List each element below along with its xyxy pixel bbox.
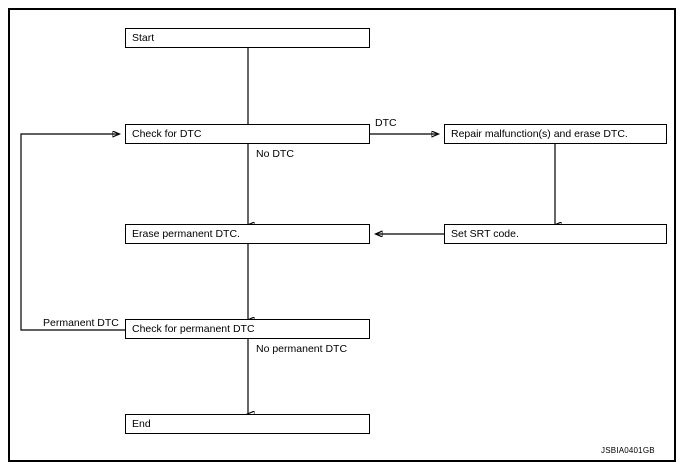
node-erase-permanent-dtc[interactable]: Erase permanent DTC. xyxy=(125,224,370,244)
node-repair-malfunctions[interactable]: Repair malfunction(s) and erase DTC. xyxy=(444,124,667,144)
node-start[interactable]: Start xyxy=(125,28,370,48)
edge-label-dtc: DTC xyxy=(373,117,399,129)
node-check-for-dtc-label: Check for DTC xyxy=(132,127,202,140)
edge-label-no-permanent-dtc: No permanent DTC xyxy=(254,343,350,355)
diagram-border-frame xyxy=(8,8,676,462)
node-end-label: End xyxy=(132,417,151,430)
edge-label-permanent-dtc: Permanent DTC xyxy=(41,317,121,329)
node-check-for-permanent-dtc-label: Check for permanent DTC xyxy=(132,322,255,335)
node-end[interactable]: End xyxy=(125,414,370,434)
node-check-for-dtc[interactable]: Check for DTC xyxy=(125,124,370,144)
edge-label-no-dtc: No DTC xyxy=(254,148,296,160)
node-set-srt-code-label: Set SRT code. xyxy=(451,227,519,240)
node-repair-malfunctions-label: Repair malfunction(s) and erase DTC. xyxy=(451,127,628,140)
node-erase-permanent-dtc-label: Erase permanent DTC. xyxy=(132,227,240,240)
node-check-for-permanent-dtc[interactable]: Check for permanent DTC xyxy=(125,319,370,339)
image-reference-code: JSBIA0401GB xyxy=(601,446,655,455)
node-set-srt-code[interactable]: Set SRT code. xyxy=(444,224,667,244)
node-start-label: Start xyxy=(132,31,155,44)
